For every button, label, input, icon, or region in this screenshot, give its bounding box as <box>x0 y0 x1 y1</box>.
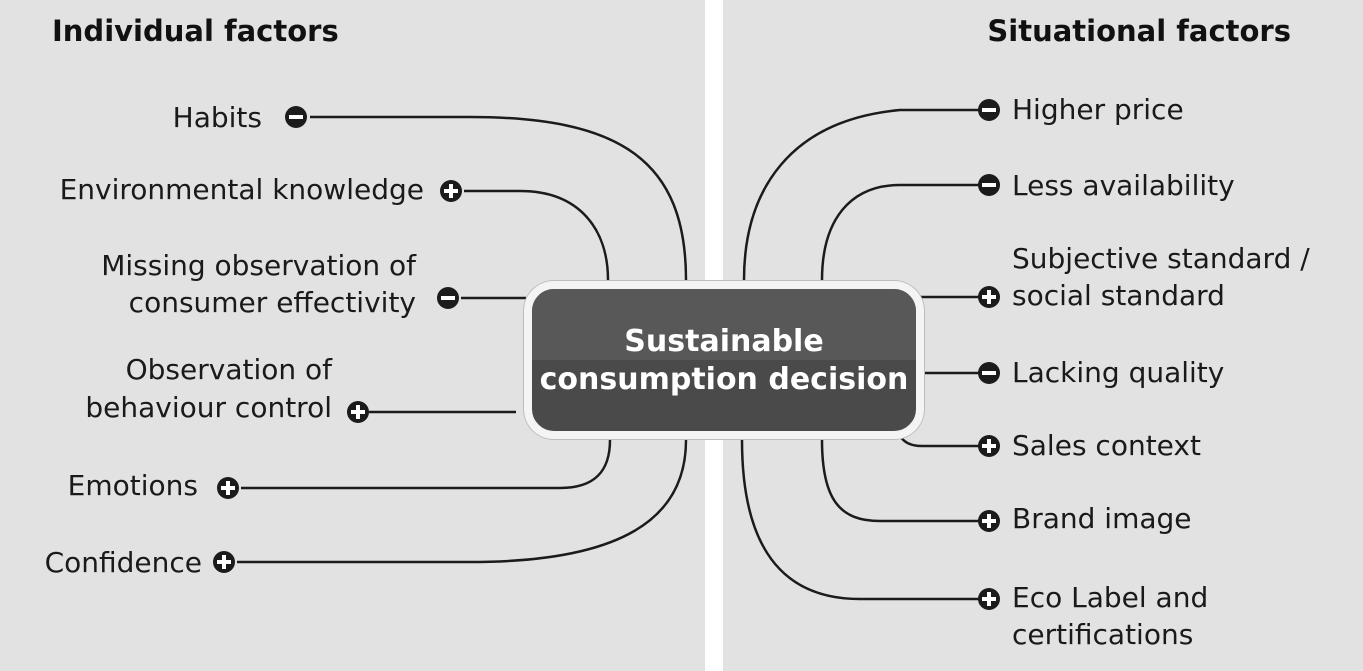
connector-less-availability <box>820 183 980 281</box>
central-node-line1: Sustainable <box>624 324 824 359</box>
minus-icon <box>978 99 1000 121</box>
connector-environmental-knowledge <box>464 189 610 281</box>
plus-icon <box>347 401 369 423</box>
factor-less-availability: Less availability <box>1012 169 1235 202</box>
connector-brand-image <box>820 439 980 523</box>
connector-eco-label <box>740 439 980 601</box>
plus-icon <box>213 551 235 573</box>
connector-higher-price <box>742 108 980 281</box>
factor-missing-observation-line2: consumer effectivity <box>128 286 416 319</box>
factor-environmental-knowledge: Environmental knowledge <box>59 173 424 206</box>
factor-brand-image: Brand image <box>1012 502 1192 535</box>
factor-sales-context: Sales context <box>1012 429 1201 462</box>
plus-icon <box>978 435 1000 457</box>
connector-confidence <box>237 439 688 564</box>
plus-icon <box>217 477 239 499</box>
connector-sales-context <box>898 435 980 448</box>
plus-icon <box>978 510 1000 532</box>
connector-emotions <box>241 439 612 490</box>
situational-factors-title: Situational factors <box>987 14 1291 48</box>
minus-icon <box>978 362 1000 384</box>
factor-missing-observation-line1: Missing observation of <box>101 249 416 282</box>
factor-emotions: Emotions <box>67 469 198 502</box>
factor-eco-label-line1: Eco Label and <box>1012 581 1209 614</box>
factor-subjective-standard-line2: social standard <box>1012 279 1225 312</box>
central-node-line2: consumption decision <box>539 362 909 397</box>
individual-factors-title: Individual factors <box>52 14 339 48</box>
minus-icon <box>285 106 307 128</box>
minus-icon <box>437 287 459 309</box>
factor-observation-behaviour-line1: Observation of <box>125 353 332 386</box>
central-node-text: Sustainable consumption decision <box>532 323 916 399</box>
connector-habits <box>310 115 688 281</box>
factor-eco-label-line2: certifications <box>1012 618 1194 651</box>
plus-icon <box>440 180 462 202</box>
plus-icon <box>978 588 1000 610</box>
factor-habits: Habits <box>172 101 262 134</box>
factor-observation-behaviour-line2: behaviour control <box>85 391 332 424</box>
central-node: Sustainable consumption decision <box>524 281 924 439</box>
minus-icon <box>978 174 1000 196</box>
factor-confidence: Confidence <box>44 546 202 579</box>
factor-lacking-quality: Lacking quality <box>1012 356 1225 389</box>
plus-icon <box>978 286 1000 308</box>
factor-higher-price: Higher price <box>1012 93 1184 126</box>
factor-subjective-standard-line1: Subjective standard / <box>1012 242 1310 275</box>
